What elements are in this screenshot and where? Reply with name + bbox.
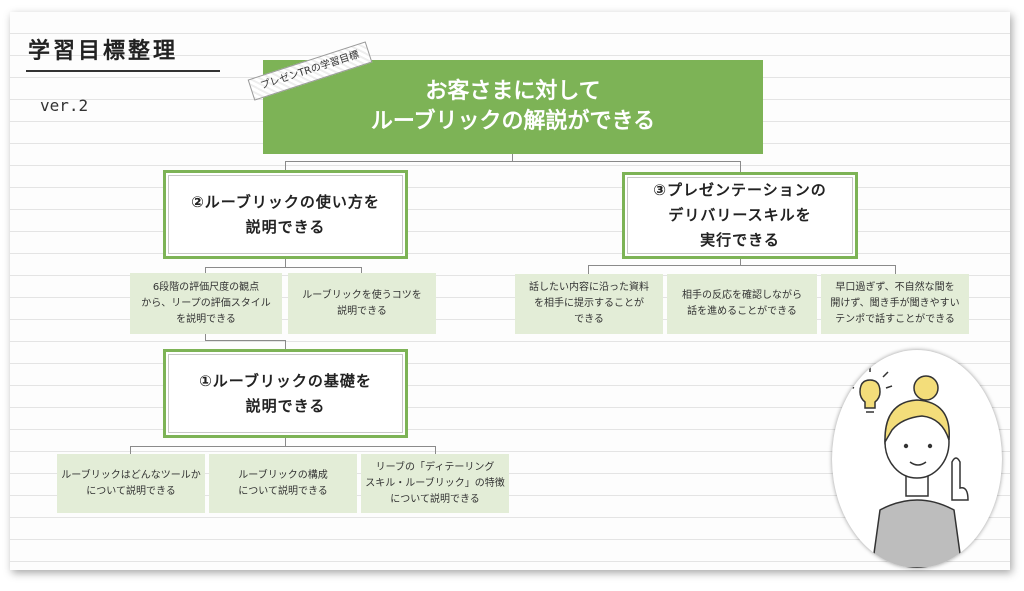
title-underline bbox=[26, 70, 220, 72]
leaf-text: について説明できる bbox=[390, 493, 480, 505]
subgoal-3-line1: ③プレゼンテーションの bbox=[653, 181, 827, 199]
subgoal-2-line1: ②ルーブリックの使い方を bbox=[191, 192, 380, 211]
leaf-text: について説明できる bbox=[86, 485, 176, 497]
subgoal-3-leaf-3: 早口過ぎず、不自然な間を 開けず、聞き手が聞きやすい テンポで話すことができる bbox=[821, 274, 969, 334]
connector bbox=[205, 340, 285, 341]
connector bbox=[205, 267, 206, 273]
subgoal-2-box: ②ルーブリックの使い方を 説明できる bbox=[163, 170, 408, 259]
illustration-circle bbox=[832, 350, 1002, 568]
connector bbox=[285, 438, 286, 447]
connector bbox=[740, 259, 741, 266]
leaf-text: ルーブリックの構成 bbox=[238, 469, 328, 481]
connector bbox=[130, 446, 131, 454]
leaf-text: できる bbox=[574, 314, 604, 325]
leaf-text: 6段階の評価尺度の観点 bbox=[152, 281, 260, 293]
connector bbox=[285, 340, 286, 349]
connector bbox=[740, 161, 741, 172]
connector bbox=[285, 161, 740, 162]
leaf-text: ルーブリックを使うコツを bbox=[302, 289, 422, 301]
connector bbox=[512, 154, 513, 162]
leaf-text: スキル・ルーブリック」の特徴 bbox=[365, 477, 505, 489]
leaf-text: から、リープの評価スタイル bbox=[141, 297, 271, 309]
subgoal-1-box: ①ルーブリックの基礎を 説明できる bbox=[163, 349, 408, 438]
subgoal-2-leaf-2: ルーブリックを使うコツを 説明できる bbox=[288, 273, 436, 334]
connector bbox=[435, 446, 436, 454]
person-illustration bbox=[847, 366, 969, 568]
connector bbox=[588, 265, 589, 274]
leaf-text: ルーブリックはどんなツールか bbox=[61, 469, 201, 481]
connector bbox=[895, 265, 896, 274]
connector bbox=[588, 265, 895, 266]
leaf-text: 相手の反応を確認しながら bbox=[682, 290, 802, 301]
subgoal-1-leaf-1: ルーブリックはどんなツールか について説明できる bbox=[57, 454, 205, 513]
subgoal-3-leaf-1: 話したい内容に沿った資料 を相手に提示することが できる bbox=[515, 274, 663, 334]
connector bbox=[205, 267, 362, 268]
main-goal-box: お客さまに対して ルーブリックの解説ができる bbox=[263, 60, 763, 154]
page-title: 学習目標整理 bbox=[28, 39, 179, 64]
subgoal-3-line2: デリバリースキルを bbox=[668, 206, 812, 224]
subgoal-2-leaf-1: 6段階の評価尺度の観点 から、リープの評価スタイル を説明できる bbox=[130, 273, 282, 334]
connector bbox=[130, 446, 435, 447]
subgoal-3-box: ③プレゼンテーションの デリバリースキルを 実行できる bbox=[622, 172, 858, 259]
subgoal-3-leaf-2: 相手の反応を確認しながら 話を進めることができる bbox=[667, 274, 817, 334]
leaf-text: 話を進めることができる bbox=[687, 306, 797, 317]
leaf-text: 開けず、聞き手が聞きやすい bbox=[830, 298, 960, 309]
connector bbox=[285, 259, 286, 268]
main-goal-line1: お客さまに対して bbox=[425, 79, 601, 104]
version-label: ver.2 bbox=[40, 96, 89, 115]
subgoal-1-leaf-3: リーブの「ディテーリング スキル・ルーブリック」の特徴 について説明できる bbox=[361, 454, 509, 513]
leaf-text: 早口過ぎず、不自然な間を bbox=[835, 282, 955, 293]
leaf-text: を相手に提示することが bbox=[534, 298, 644, 309]
connector bbox=[361, 267, 362, 273]
leaf-text: について説明できる bbox=[238, 485, 328, 497]
subgoal-3-line3: 実行できる bbox=[700, 231, 780, 249]
connector bbox=[205, 334, 206, 340]
leaf-text: 説明できる bbox=[337, 305, 387, 317]
connector bbox=[285, 161, 286, 170]
subgoal-1-line1: ①ルーブリックの基礎を bbox=[199, 371, 372, 390]
main-goal-line2: ルーブリックの解説ができる bbox=[370, 109, 656, 134]
subgoal-1-line2: 説明できる bbox=[245, 396, 326, 415]
subgoal-2-line2: 説明できる bbox=[245, 217, 326, 236]
subgoal-1-leaf-2: ルーブリックの構成 について説明できる bbox=[209, 454, 357, 513]
leaf-text: 話したい内容に沿った資料 bbox=[529, 282, 649, 293]
leaf-text: を説明できる bbox=[176, 313, 236, 325]
leaf-text: リーブの「ディテーリング bbox=[375, 461, 495, 473]
leaf-text: テンポで話すことができる bbox=[835, 314, 955, 325]
